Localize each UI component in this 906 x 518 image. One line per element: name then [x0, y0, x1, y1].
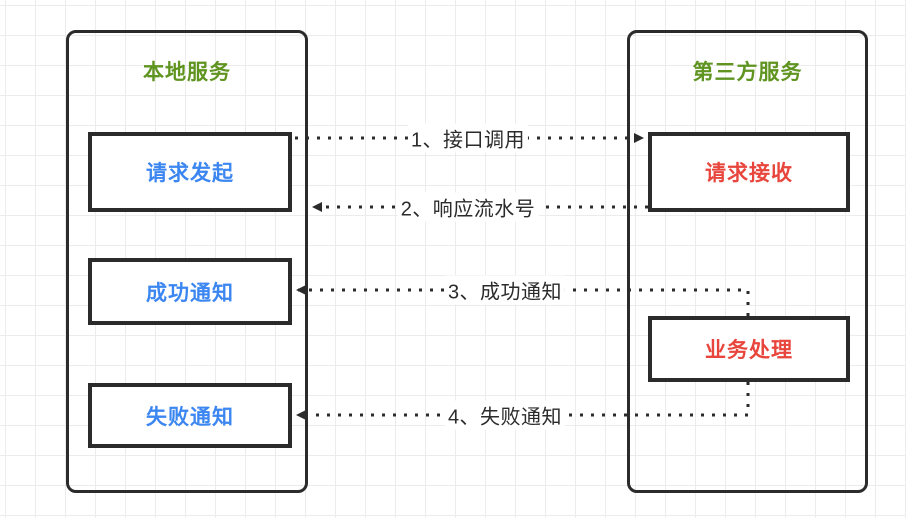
- node-label: 失败通知: [146, 405, 234, 429]
- node-business-process[interactable]: 业务处理: [648, 316, 850, 382]
- lane-third-party-service[interactable]: [627, 30, 868, 493]
- lane-local-service[interactable]: [66, 30, 308, 493]
- node-label: 请求发起: [146, 162, 234, 185]
- connector-edge-4: [296, 382, 750, 420]
- node-label: 请求接收: [705, 162, 793, 185]
- edge-label-success-notify: 3、成功通知: [444, 275, 566, 305]
- node-label: 成功通知: [146, 281, 234, 305]
- node-label: 业务处理: [705, 339, 793, 362]
- node-request-receive[interactable]: 请求接收: [648, 132, 850, 212]
- node-request-initiate[interactable]: 请求发起: [88, 132, 292, 212]
- edge-label-interface-call: 1、接口调用: [407, 123, 529, 153]
- node-failure-notify[interactable]: 失败通知: [88, 383, 292, 448]
- lane-title-local-service: 本地服务: [143, 61, 231, 84]
- node-success-notify[interactable]: 成功通知: [88, 258, 292, 325]
- lane-title-third-party-service: 第三方服务: [692, 61, 803, 84]
- edge-label-response-serial-number: 2、响应流水号: [397, 192, 539, 222]
- edge-label-failure-notify: 4、失败通知: [444, 400, 566, 430]
